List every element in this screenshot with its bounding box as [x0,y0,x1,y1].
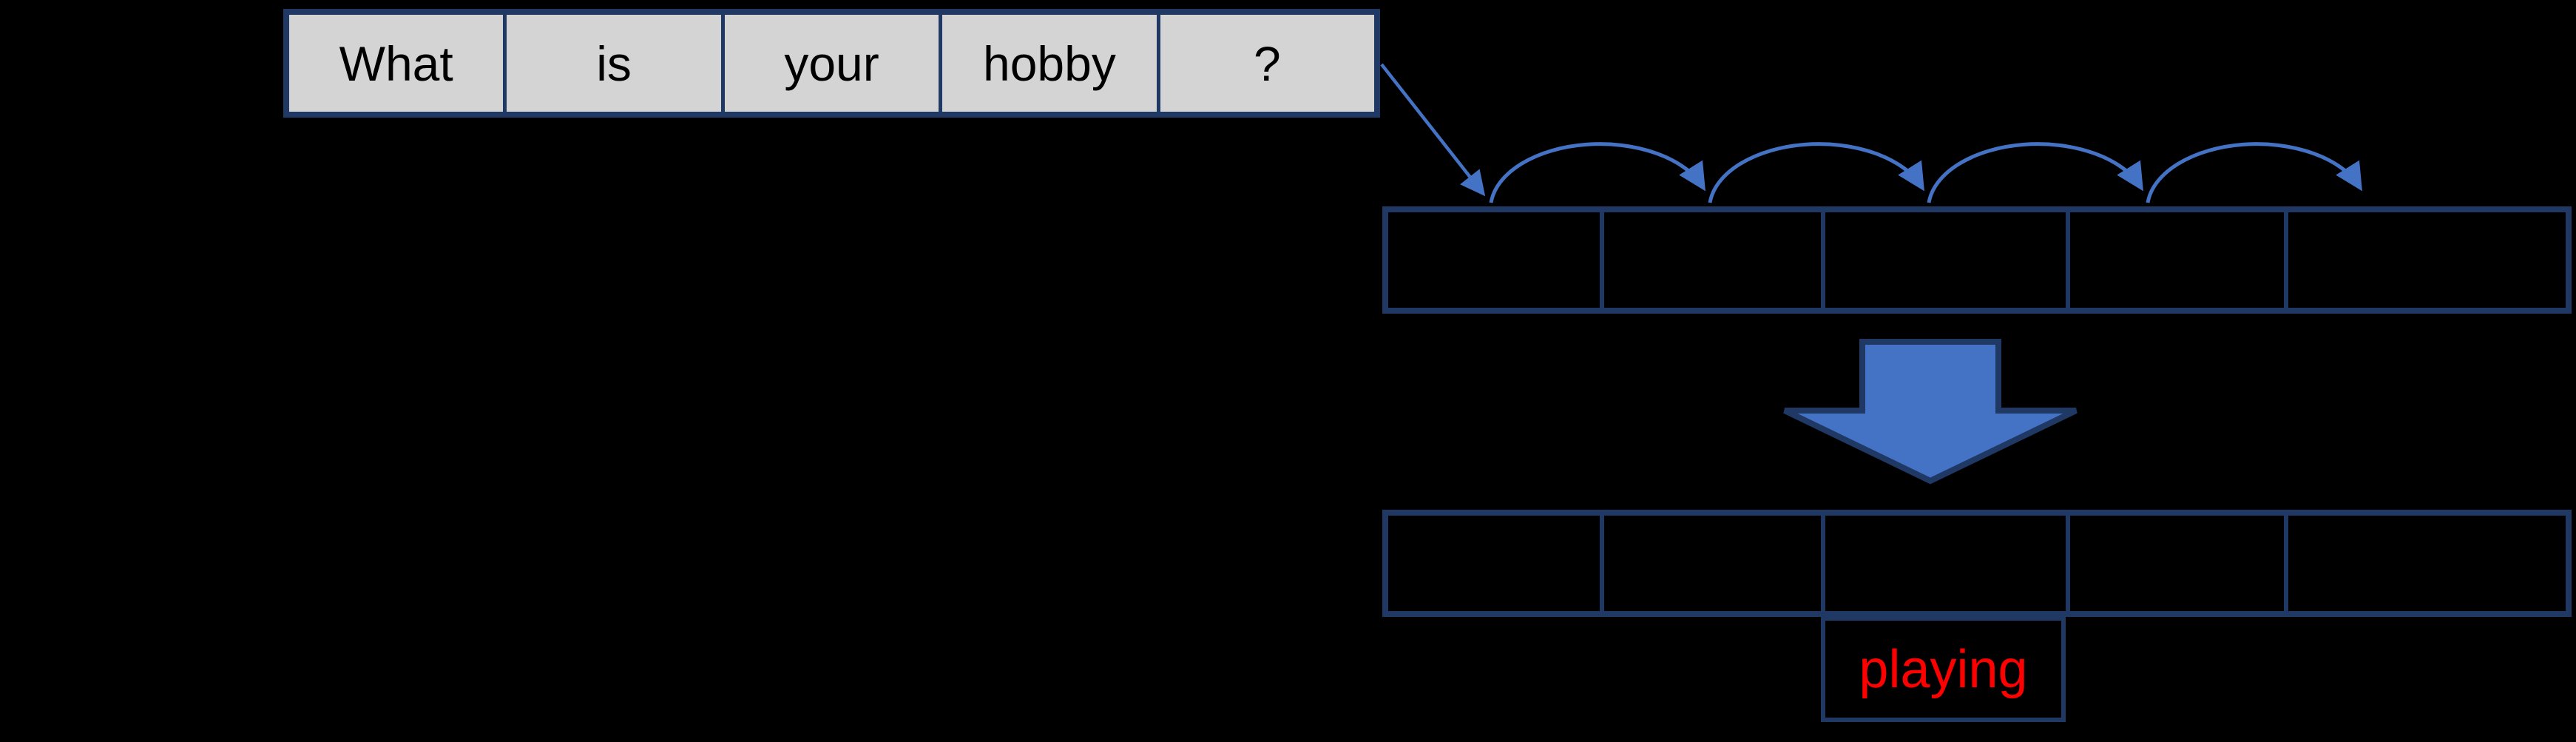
decoded-slot-row [1382,510,2572,617]
decoded-slot-cell [2065,516,2284,611]
hop-arc-arrow-icon [1489,142,2362,203]
input-flow-arrow-icon [1380,63,1486,197]
sentence-table: What is your hobby ? [283,9,1380,118]
encoded-slot-cell [1820,212,2066,308]
sentence-word: is [596,36,632,91]
sentence-cell-your: your [720,15,939,112]
answer-cell: playing [1821,616,2066,722]
sentence-cell-hobby: hobby [939,15,1157,112]
decoded-slot-cell [1820,516,2066,611]
sentence-word: hobby [983,36,1116,91]
sentence-word: ? [1253,36,1281,91]
encoded-slot-cell [2065,212,2284,308]
sentence-word: What [339,36,453,91]
decoded-slot-cell [1599,516,1821,611]
encoded-slot-row [1382,206,2572,314]
sentence-word: your [784,36,879,91]
sentence-cell-question-mark: ? [1156,15,1375,112]
big-down-arrow-icon [1783,339,2078,485]
decoded-slot-cell [2283,516,2566,611]
encoded-slot-cell [2283,212,2566,308]
answer-label: playing [1859,639,2028,699]
sentence-cell-is: is [503,15,721,112]
encoded-slot-cell [1599,212,1821,308]
sentence-cell-what: What [289,15,504,112]
